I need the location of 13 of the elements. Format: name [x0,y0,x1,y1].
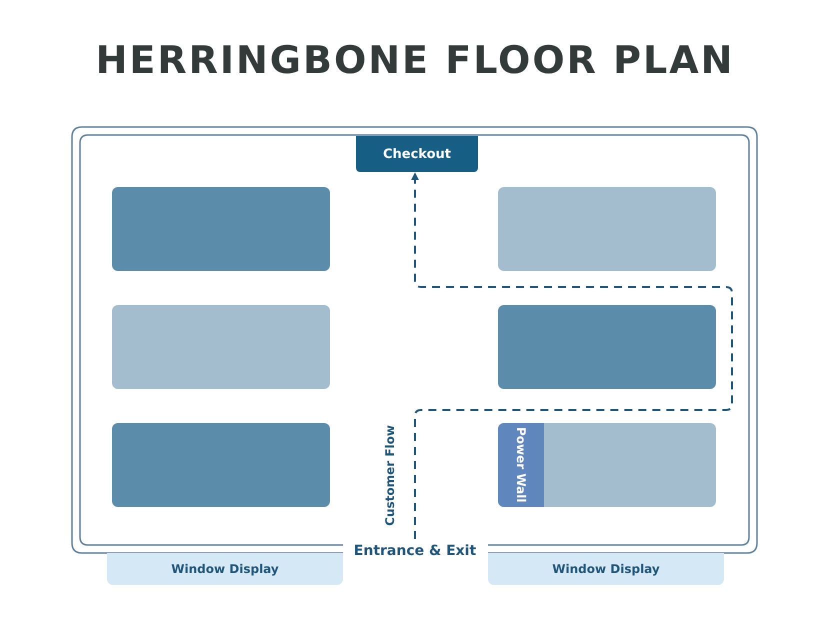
shelf-unit [498,187,716,271]
customer-flow-arrow [411,172,733,539]
shelf-unit [112,305,330,389]
shelf-unit [498,423,716,507]
power-wall-panel: Power Wall [498,423,544,507]
edge-label: Customer Flow [383,425,397,526]
window-display-area: Window Display [488,553,724,585]
shelf-unit [112,187,330,271]
window-display-area: Window Display [107,553,343,585]
checkout-counter: Checkout [356,136,478,172]
shelf-unit [112,423,330,507]
title: HERRINGBONE FLOOR PLAN [94,38,736,82]
shelf-unit [498,305,716,389]
